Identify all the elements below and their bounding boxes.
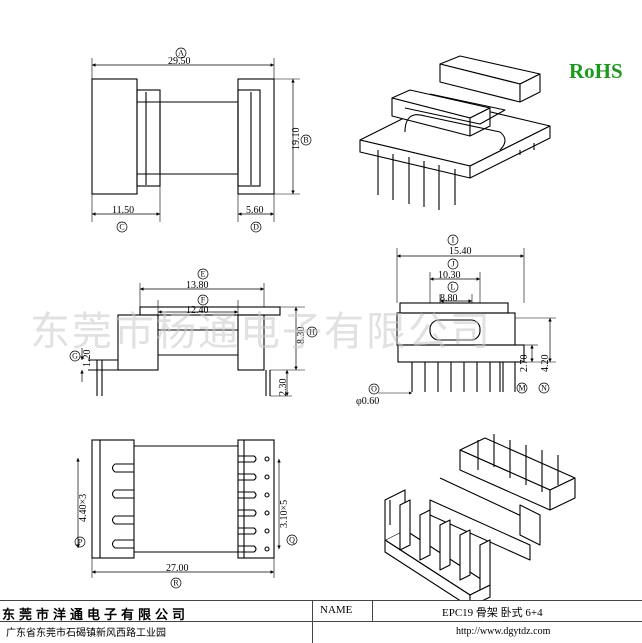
svg-text:C: C <box>119 223 124 232</box>
dim-r-value: 27.00 <box>166 563 189 574</box>
name-label: NAME <box>320 604 353 616</box>
label-k: J <box>447 258 459 270</box>
dim-e-value: 13.80 <box>186 280 209 291</box>
side-view <box>378 248 556 395</box>
label-r: R <box>170 577 182 589</box>
dim-a-value: 29.50 <box>168 56 191 67</box>
svg-text:B: B <box>303 136 308 145</box>
svg-text:N: N <box>541 384 547 393</box>
title-divider-h <box>0 621 642 622</box>
label-p: P <box>74 536 86 548</box>
svg-text:D: D <box>253 223 259 232</box>
bottom-view <box>76 439 281 578</box>
label-e: E <box>197 268 209 280</box>
top-view <box>91 58 300 222</box>
company-name: 东莞市洋通电子有限公司 <box>2 608 190 623</box>
label-i: I <box>447 234 459 246</box>
label-a: A <box>175 47 187 59</box>
svg-text:E: E <box>201 270 206 279</box>
label-c: C <box>116 221 128 233</box>
svg-text:H: H <box>309 328 315 337</box>
dim-p-value: 4.40×3 <box>78 494 89 522</box>
label-o: O <box>368 383 380 395</box>
dim-g-value: 1.20 <box>82 350 93 368</box>
dim-c-value: 11.50 <box>112 205 134 216</box>
title-block: 东莞市洋通电子有限公司 广东省东莞市石碣镇新风西路工业园 NAME EPC19 … <box>0 600 642 643</box>
label-b: B <box>300 134 312 146</box>
svg-text:I: I <box>452 236 455 245</box>
dim-b-value: 19.10 <box>291 128 302 151</box>
label-l: L <box>447 281 459 293</box>
front-view <box>80 283 305 397</box>
label-n: N <box>538 382 550 394</box>
dim-j-value: 10.30 <box>438 270 461 281</box>
svg-text:G: G <box>72 352 78 361</box>
dim-n-value: 4.20 <box>540 355 551 373</box>
svg-text:J: J <box>451 260 454 269</box>
dim-d-value: 5.60 <box>246 205 264 216</box>
technical-drawing: RoHS 29.50 A 19.10 B 11. <box>30 47 623 600</box>
label-f: F <box>197 294 209 306</box>
iso-view-upper <box>359 55 551 210</box>
rohs-badge: RoHS <box>569 59 623 83</box>
dim-i-value: 15.40 <box>449 246 472 257</box>
website-url: http://www.dgytdz.com <box>456 626 551 637</box>
title-divider-v1 <box>312 601 313 643</box>
svg-text:O: O <box>371 385 377 394</box>
label-q: Q <box>286 534 298 546</box>
svg-text:Q: Q <box>289 536 295 545</box>
svg-text:P: P <box>78 538 83 547</box>
dim-h-value: 8.30 <box>296 327 307 345</box>
svg-text:F: F <box>201 296 206 305</box>
label-d: D <box>250 221 262 233</box>
svg-text:A: A <box>178 49 184 58</box>
dim-k2-value: 2.30 <box>278 379 289 397</box>
title-divider-v2 <box>372 601 373 621</box>
dim-m-value: 2.70 <box>519 355 530 373</box>
company-address: 广东省东莞市石碣镇新风西路工业园 <box>6 628 166 639</box>
label-g: G <box>69 350 81 362</box>
label-m: M <box>516 382 528 394</box>
svg-text:R: R <box>173 579 179 588</box>
iso-view-lower <box>384 434 576 600</box>
dim-q-value: 3.10×5 <box>279 500 290 528</box>
svg-text:L: L <box>451 283 456 292</box>
label-h: H <box>306 326 318 338</box>
dim-f-value: 12.40 <box>186 305 209 316</box>
watermark: 东莞市杨通电子有限公司 <box>30 309 492 355</box>
product-name: EPC19 骨架 卧式 6+4 <box>442 607 543 619</box>
svg-text:M: M <box>518 384 525 393</box>
dim-pin-value: φ0.60 <box>356 396 379 407</box>
dim-l-value: 8.80 <box>440 293 458 304</box>
